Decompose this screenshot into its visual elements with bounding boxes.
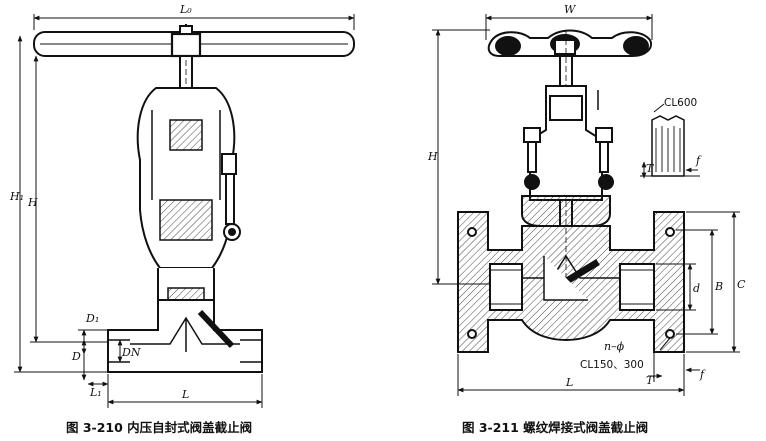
- dim-T-detail: T: [646, 162, 655, 175]
- dim-f: f: [699, 368, 706, 381]
- dim-L-left: L: [181, 388, 189, 401]
- gland-bolt-left: [523, 127, 541, 143]
- valve-left: [33, 24, 355, 373]
- dim-H: H: [27, 196, 38, 209]
- dim-L-right: L: [565, 376, 573, 389]
- dim-W: W: [564, 3, 577, 16]
- dim-H1: H₁: [9, 190, 24, 203]
- dims-right: [432, 14, 740, 396]
- dim-B: B: [714, 280, 723, 293]
- dim-T: T: [646, 374, 655, 387]
- valve-right: [457, 29, 685, 353]
- dims-left: [14, 14, 355, 408]
- dim-DN: DN: [121, 346, 141, 359]
- label-cl600: CL600: [664, 97, 697, 109]
- dim-d: d: [693, 282, 700, 295]
- caption-right: 图 3-211 螺纹焊接式阀盖截止阀: [462, 420, 648, 435]
- dim-D: D: [71, 350, 81, 363]
- dim-D1: D₁: [85, 312, 99, 325]
- dim-C: C: [737, 278, 746, 291]
- caption-left: 图 3-210 内压自封式阀盖截止阀: [66, 420, 252, 435]
- gland-bolt-right: [595, 127, 613, 143]
- dim-n-phi: n–ϕ: [604, 340, 625, 353]
- handwheel-hub: [170, 32, 202, 58]
- dim-L1: L₁: [89, 386, 102, 399]
- dim-f-detail: f: [695, 154, 702, 167]
- side-bolt: [221, 153, 237, 175]
- dim-L0: L₀: [179, 3, 192, 16]
- valve-body: [107, 299, 263, 373]
- detail-cl600: [640, 103, 700, 179]
- label-cl150-300: CL150、300: [580, 359, 644, 371]
- dim-H-right: H: [427, 150, 438, 163]
